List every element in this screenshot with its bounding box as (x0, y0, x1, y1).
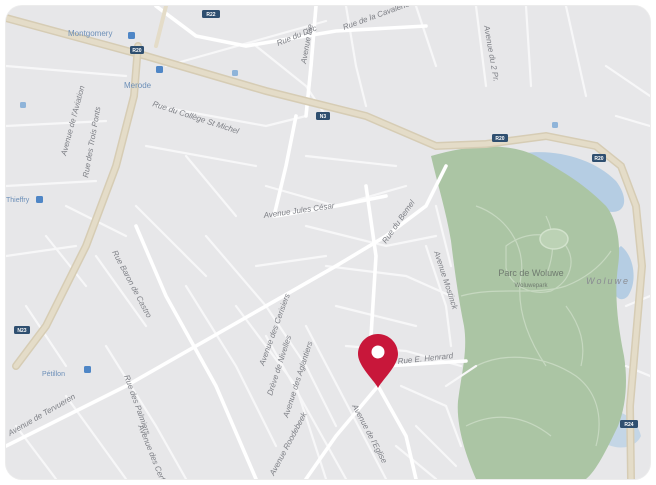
road-shield: N3 (316, 112, 330, 120)
place-label: Montgomery (68, 29, 112, 38)
place-label: Pétillon (42, 371, 65, 378)
minor-streets (6, 6, 650, 479)
svg-text:R20: R20 (495, 136, 504, 142)
park-field (539, 228, 569, 250)
map-frame[interactable]: R22 R20 N3 R20 R20 N23 (6, 6, 650, 479)
map-pin-icon[interactable] (358, 334, 398, 388)
road-shield: R20 (130, 46, 144, 54)
metro-station-icons (20, 32, 558, 373)
metro-icon (128, 32, 135, 39)
metro-icon (36, 196, 43, 203)
road-shield: R20 (592, 154, 606, 162)
park-name-label: Parc de Woluwe (498, 268, 563, 278)
metro-icon (20, 102, 26, 108)
svg-text:R22: R22 (206, 12, 215, 18)
highways (6, 6, 647, 479)
area-label: Woluwe (586, 276, 630, 286)
metro-icon (232, 70, 238, 76)
metro-icon (156, 66, 163, 73)
park-area (431, 146, 626, 479)
map-canvas[interactable]: R22 R20 N3 R20 R20 N23 (6, 6, 650, 479)
svg-text:R24: R24 (624, 422, 633, 428)
metro-icon (84, 366, 91, 373)
road-shield: R22 (202, 10, 220, 18)
svg-text:N3: N3 (320, 114, 327, 120)
metro-icon (552, 122, 558, 128)
park-subname-label: Woluwepark (515, 283, 549, 289)
place-label: Merode (124, 81, 152, 90)
road-shields: R22 R20 N3 R20 R20 N23 (14, 10, 638, 428)
svg-text:R20: R20 (132, 48, 141, 54)
road-shield: R20 (492, 134, 508, 142)
road-shield: N23 (14, 326, 30, 334)
svg-text:N23: N23 (17, 328, 26, 334)
major-streets (6, 6, 468, 479)
svg-text:R20: R20 (594, 156, 603, 162)
place-label: Thieffry (6, 197, 30, 204)
road-shield: R24 (620, 420, 638, 428)
